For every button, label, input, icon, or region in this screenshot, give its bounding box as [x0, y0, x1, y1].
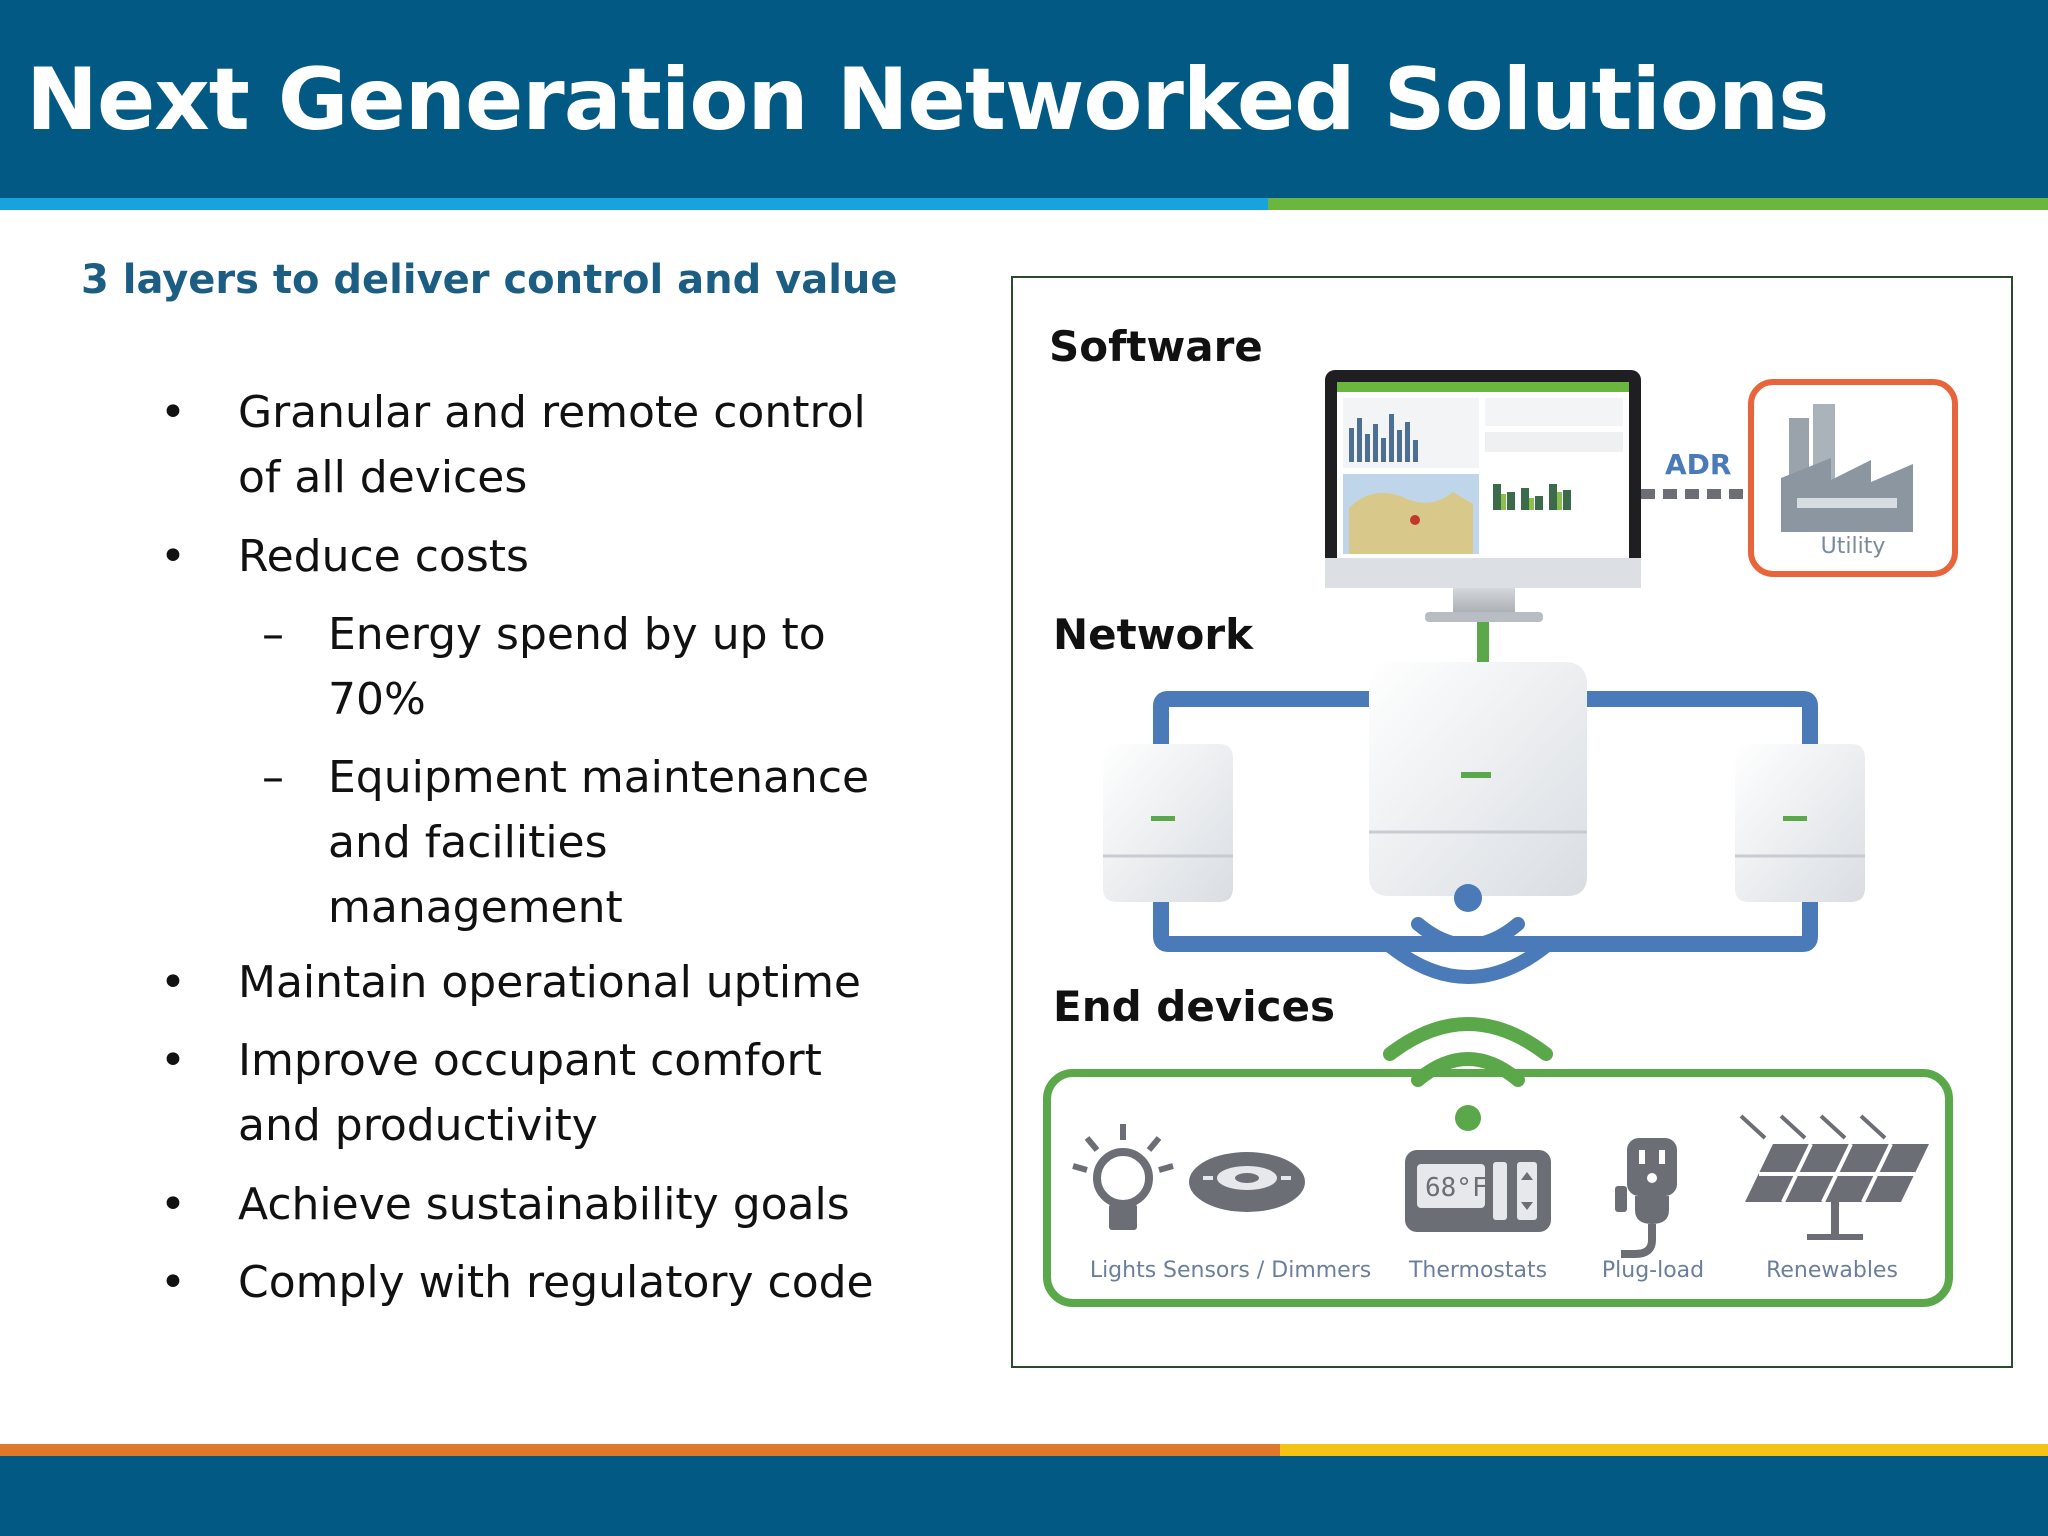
bullet-marker: • [160, 957, 186, 1008]
network-hub [1369, 662, 1587, 896]
device-label-plugload: Plug-load [1601, 1258, 1705, 1283]
bullet-line: Comply with regulatory code [238, 1257, 874, 1308]
bullet-marker: • [160, 1179, 186, 1230]
dash-marker: – [262, 752, 284, 803]
bullet-line: management [328, 882, 623, 933]
device-label-renewables: Renewables [1766, 1258, 1898, 1283]
bullet-item: • Maintain operational uptime [160, 950, 862, 1015]
accent-stripe-green [1268, 198, 2048, 210]
footer-bar [0, 1456, 2048, 1536]
bullet-line: of all devices [238, 452, 528, 503]
accent-stripe-blue [0, 198, 1268, 210]
device-label-thermostats: Thermostats [1408, 1258, 1548, 1283]
dash-marker: – [262, 609, 284, 660]
bullet-item: • Comply with regulatory code [160, 1250, 874, 1315]
bullet-marker: • [160, 387, 186, 438]
device-label-sensors: Sensors / Dimmers [1163, 1258, 1372, 1283]
bullet-marker: • [160, 531, 186, 582]
bullet-marker: • [160, 1257, 186, 1308]
network-node-left [1103, 744, 1233, 902]
bullet-marker: • [160, 1035, 186, 1086]
bullet-line: Improve occupant comfort [238, 1035, 822, 1086]
thermostat-icon: 68°F [1405, 1150, 1551, 1232]
diagram-graphics: 68°F [1043, 370, 1958, 1307]
bullet-line: Equipment maintenance [328, 752, 870, 803]
network-wifi-icon [1383, 884, 1553, 984]
end-device-wifi-icon [1383, 1017, 1553, 1131]
bullet-line: Maintain operational uptime [238, 957, 862, 1008]
utility-factory-icon [1748, 379, 1958, 577]
footer-stripe-yellow [1280, 1444, 2048, 1456]
monitor-icon [1325, 370, 1641, 622]
bullet-item: • Achieve sustainability goals [160, 1172, 850, 1237]
layer-label-end-devices: End devices [1053, 982, 1335, 1031]
bullet-line: and facilities [328, 817, 608, 868]
layer-label-network: Network [1053, 610, 1254, 659]
title-bar: Next Generation Networked Solutions [0, 0, 2048, 198]
bullet-line: Reduce costs [238, 531, 529, 582]
end-devices-container [1043, 1069, 1953, 1307]
plug-icon [1615, 1138, 1677, 1258]
network-node-right [1735, 744, 1865, 902]
solar-panel-icon [1739, 1114, 1929, 1240]
bullet-item: • Reduce costs [160, 524, 529, 589]
bullet-item: • Improve occupant comfort and productiv… [160, 1028, 822, 1158]
layer-label-software: Software [1049, 322, 1263, 371]
bullet-item: • Granular and remote control of all dev… [160, 380, 866, 510]
bullet-line: and productivity [238, 1100, 598, 1151]
device-label-lights: Lights [1089, 1258, 1157, 1283]
slide-title: Next Generation Networked Solutions [26, 50, 1829, 150]
sensor-icon [1189, 1152, 1305, 1212]
architecture-diagram: 68°F [1011, 276, 2013, 1368]
bullet-line: Achieve sustainability goals [238, 1179, 850, 1230]
sub-bullet-item: – Energy spend by up to 70% [262, 602, 826, 732]
bullet-line: Energy spend by up to [328, 609, 826, 660]
bullet-line: 70% [328, 674, 426, 725]
bullet-line: Granular and remote control [238, 387, 866, 438]
adr-label: ADR [1665, 448, 1732, 481]
thermostat-reading: 68°F [1425, 1173, 1488, 1203]
footer-stripe-orange [0, 1444, 1280, 1456]
lightbulb-icon [1072, 1124, 1174, 1230]
utility-label: Utility [1820, 534, 1886, 559]
slide-subtitle: 3 layers to deliver control and value [81, 257, 898, 303]
sub-bullet-item: – Equipment maintenance and facilities m… [262, 745, 870, 940]
